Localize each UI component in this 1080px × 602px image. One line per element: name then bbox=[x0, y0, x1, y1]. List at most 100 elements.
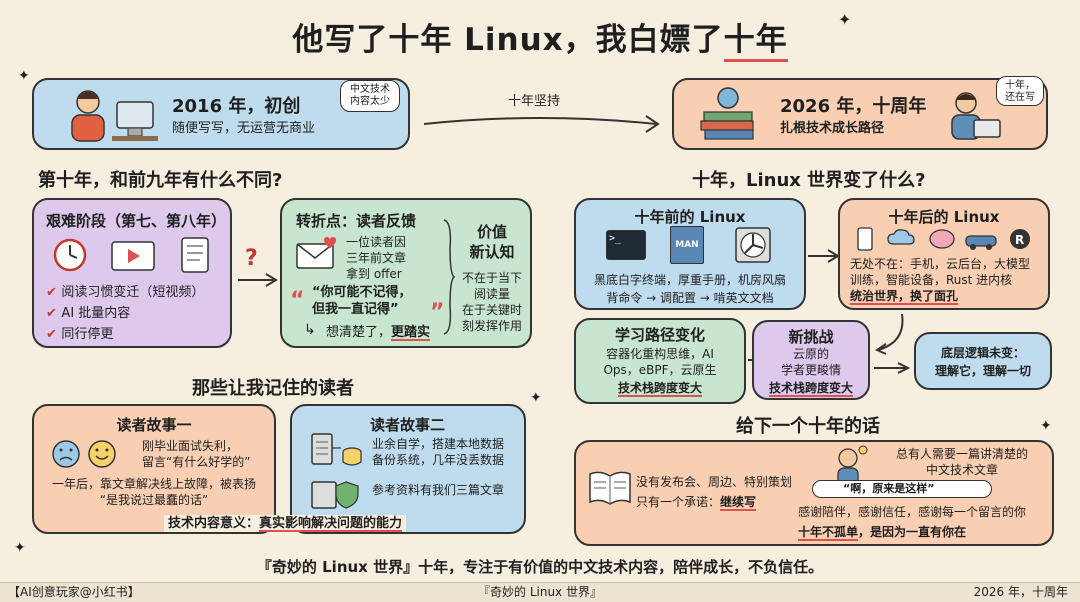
long-arrow-icon bbox=[423, 115, 660, 133]
return-arrow-icon: ↳ bbox=[304, 322, 316, 338]
end-title: 2026 年，十周年 bbox=[780, 96, 927, 117]
new-challenge-title: 新挑战 bbox=[788, 328, 834, 346]
start-speech-bubble: 中文技术 内容太少 bbox=[340, 80, 400, 112]
story-meaning-prefix: 技术内容意义： bbox=[168, 516, 260, 531]
open-book-icon bbox=[589, 471, 631, 505]
book-stack-globe-icon bbox=[700, 87, 754, 140]
linux-before-text2: 背命令 → 调配置 → 啃英文文档 bbox=[606, 291, 774, 305]
hard-stage-item: ✔ 同行停更 bbox=[46, 327, 114, 342]
next-final-rest: ，是因为一直有你在 bbox=[858, 525, 967, 539]
server-database-shield-icons bbox=[311, 433, 362, 509]
learning-path-mark-text: 技术栈跨度变大 bbox=[617, 381, 702, 395]
readers-heading: 那些让我记住的读者 bbox=[192, 378, 354, 399]
linux-before-box: 十年前的 Linux >_ MAN 黑底白字终端，厚重手册，机房风扇 背命令 →… bbox=[574, 198, 806, 310]
conclusion-prefix: 想清楚了， bbox=[326, 325, 392, 340]
bottom-slogan: 『奇妙的 Linux 世界』十年，专注于有价值的中文技术内容，陪伴成长，不负信任… bbox=[256, 558, 824, 576]
linux-after-text: 无处不在：手机，云后台，大模型 训练，智能设备，Rust 进内核 统治世界，换了… bbox=[850, 256, 1030, 304]
title-tail: 十年 bbox=[723, 22, 788, 62]
next-final-mark: 十年不孤单 bbox=[798, 525, 859, 539]
end-speech-bubble: 十年， 还在写 bbox=[996, 76, 1044, 106]
learning-path-box: 学习路径变化 容器化重构思维，AI Ops，eBPF，云原生 技术栈跨度变大 bbox=[574, 318, 746, 404]
sparkle-icon: ✦ bbox=[14, 540, 26, 556]
start-subtitle: 随便写写，无运营无商业 bbox=[172, 121, 316, 136]
footer-center: 『奇妙的 Linux 世界』 bbox=[478, 585, 602, 599]
new-challenge-text: 云原的 学者更畯情 bbox=[780, 347, 841, 377]
manual-book-icon: MAN bbox=[670, 226, 704, 264]
reader-feedback-text: 一位读者因 三年前文章 拿到 offer bbox=[346, 235, 407, 281]
story-one-text1: 刚毕业面试失利， 留言“有什么好学的” bbox=[142, 439, 251, 469]
right-section-heading: 十年，Linux 世界变了什么? bbox=[692, 170, 926, 191]
footer-bar: 【AI创意玩家@小红书】 『奇妙的 Linux 世界』 2026 年，十周年 bbox=[0, 582, 1080, 602]
linux-after-mark: 统治世界，换了面孔 bbox=[850, 289, 959, 303]
end-box: 2026 年，十周年 扎根技术成长路径 bbox=[672, 78, 1048, 150]
hard-stage-item-label: 阅读习惯变迁（短视频） bbox=[61, 285, 205, 300]
hard-stage-item-label: 同行停更 bbox=[61, 327, 114, 342]
next-promise-mark: 继续写 bbox=[720, 495, 757, 509]
learning-path-title: 学习路径变化 bbox=[614, 326, 705, 344]
person-at-computer-icon bbox=[71, 90, 158, 142]
linux-before-text1: 黑底白字终端，厚重手册，机房风扇 bbox=[593, 273, 786, 287]
terminal-icon: >_ bbox=[606, 230, 646, 260]
turning-point-box: 转折点：读者反馈 一位读者因 三年前文章 拿到 offer “ “你可能不记得，… bbox=[280, 198, 532, 348]
arrow-right-icon bbox=[238, 273, 278, 287]
sad-happy-face-icons bbox=[52, 440, 116, 468]
hard-stage-title: 艰难阶段（第七、第八年） bbox=[46, 212, 227, 230]
new-challenge-box: 新挑战 云原的 学者更畯情 技术栈跨度变大 bbox=[752, 320, 870, 400]
hard-stage-item-label: AI 批量内容 bbox=[61, 306, 131, 321]
hard-stage-box: 艰难阶段（第七、第八年） ✔ 阅读习惯变迁（短视频） ✔ AI 批量内容 ✔ 同… bbox=[32, 198, 232, 348]
next-final: 十年不孤单，是因为一直有你在 bbox=[798, 524, 966, 540]
story-meaning: 技术内容意义：真实影响解决问题的能力 bbox=[164, 515, 407, 532]
next-decade-box: 没有发布会、周边、特别策划 只有一个承诺：继续写 总有人需要一篇讲清楚的 中文技… bbox=[574, 440, 1054, 546]
hard-stage-list: ✔ 阅读习惯变迁（短视频） ✔ AI 批量内容 ✔ 同行停更 bbox=[46, 284, 204, 343]
start-title: 2016 年，初创 bbox=[172, 96, 301, 117]
linux-after-box: 十年后的 Linux R 无处不在：手机，云后台，大模型 训练，智能设备，Rus… bbox=[838, 198, 1050, 310]
close-quote-icon: ” bbox=[430, 300, 445, 325]
hard-stage-item: ✔ AI 批量内容 bbox=[46, 306, 131, 321]
phone-cloud-brain-car-rust-icons: R bbox=[857, 227, 1030, 251]
story-meaning-mark: 真实影响解决问题的能力 bbox=[259, 516, 403, 531]
search-text: “啊，原来是这样” bbox=[843, 482, 935, 495]
linux-before-title: 十年前的 Linux bbox=[634, 208, 746, 226]
sparkle-icon: ✦ bbox=[530, 390, 542, 406]
brace-divider bbox=[443, 219, 456, 335]
footer-right: 2026 年，十周年 bbox=[973, 585, 1068, 599]
end-subtitle: 扎根技术成长路径 bbox=[780, 121, 885, 136]
fan-icon bbox=[735, 227, 771, 263]
next-decade-heading: 给下一个十年的话 bbox=[736, 416, 880, 437]
logic-unchanged-box: 底层逻辑未变： 理解它，理解一切 bbox=[914, 332, 1052, 390]
title-main: 他写了十年 Linux，我白嫖了 bbox=[292, 22, 724, 58]
sparkle-icon: ✦ bbox=[18, 68, 30, 84]
conclusion-mark: 更踏实 bbox=[391, 325, 431, 340]
story-one-text2: 一年后，靠文章解决线上故障，被表扬 “是我说过最蠢的话” bbox=[51, 477, 256, 507]
curved-arrow-icon bbox=[874, 313, 904, 355]
value-title: 价值 新认知 bbox=[469, 223, 515, 261]
page-title: 他写了十年 Linux，我白嫖了十年 bbox=[0, 14, 1080, 62]
footer-left: 【AI创意玩家@小红书】 bbox=[8, 585, 140, 599]
reader-quote: “你可能不记得， 但我一直记得” bbox=[312, 285, 412, 317]
arrow-right-icon bbox=[874, 362, 911, 374]
learning-path-text: 容器化重构思维，AI Ops，eBPF，云原生 bbox=[603, 347, 717, 377]
person-with-laptop-icon bbox=[951, 92, 1001, 140]
sparkle-icon: ✦ bbox=[838, 10, 852, 29]
arrow-label: 十年坚持 bbox=[508, 94, 561, 109]
linux-after-title: 十年后的 Linux bbox=[888, 208, 1000, 226]
next-right-text: 总有人需要一篇讲清楚的 中文技术文章 bbox=[895, 447, 1028, 477]
search-box: “啊，原来是这样” bbox=[812, 480, 992, 498]
story-two-text1: 业余自学，搭建本地数据 备份系统，几年没丢数据 bbox=[372, 437, 505, 467]
envelope-heart-icon bbox=[296, 237, 336, 269]
next-promise: 只有一个承诺：继续写 bbox=[636, 494, 756, 510]
clock-video-phone-icons bbox=[53, 237, 209, 273]
arrow-right-icon bbox=[808, 249, 840, 263]
logic-unchanged-text: 底层逻辑未变： 理解它，理解一切 bbox=[934, 346, 1031, 378]
next-left-text: 没有发布会、周边、特别策划 bbox=[636, 475, 793, 489]
story-two-title: 读者故事二 bbox=[370, 416, 446, 434]
svg-text:R: R bbox=[1015, 233, 1024, 247]
value-text: 不在于当下 阅读量 在于关键时 刻发挥作用 bbox=[461, 271, 522, 333]
next-promise-prefix: 只有一个承诺： bbox=[636, 495, 721, 509]
question-mark-icon: ? bbox=[245, 246, 258, 271]
turning-point-title: 转折点：读者反馈 bbox=[296, 212, 417, 230]
open-quote-icon: “ bbox=[290, 288, 305, 313]
story-two-box: 读者故事二 业余自学，搭建本地数据 备份系统，几年没丢数据 参考资料有我们三篇文… bbox=[290, 404, 526, 534]
hard-stage-item: ✔ 阅读习惯变迁（短视频） bbox=[46, 285, 205, 300]
new-challenge-mark-text: 技术栈跨度变大 bbox=[768, 381, 853, 395]
